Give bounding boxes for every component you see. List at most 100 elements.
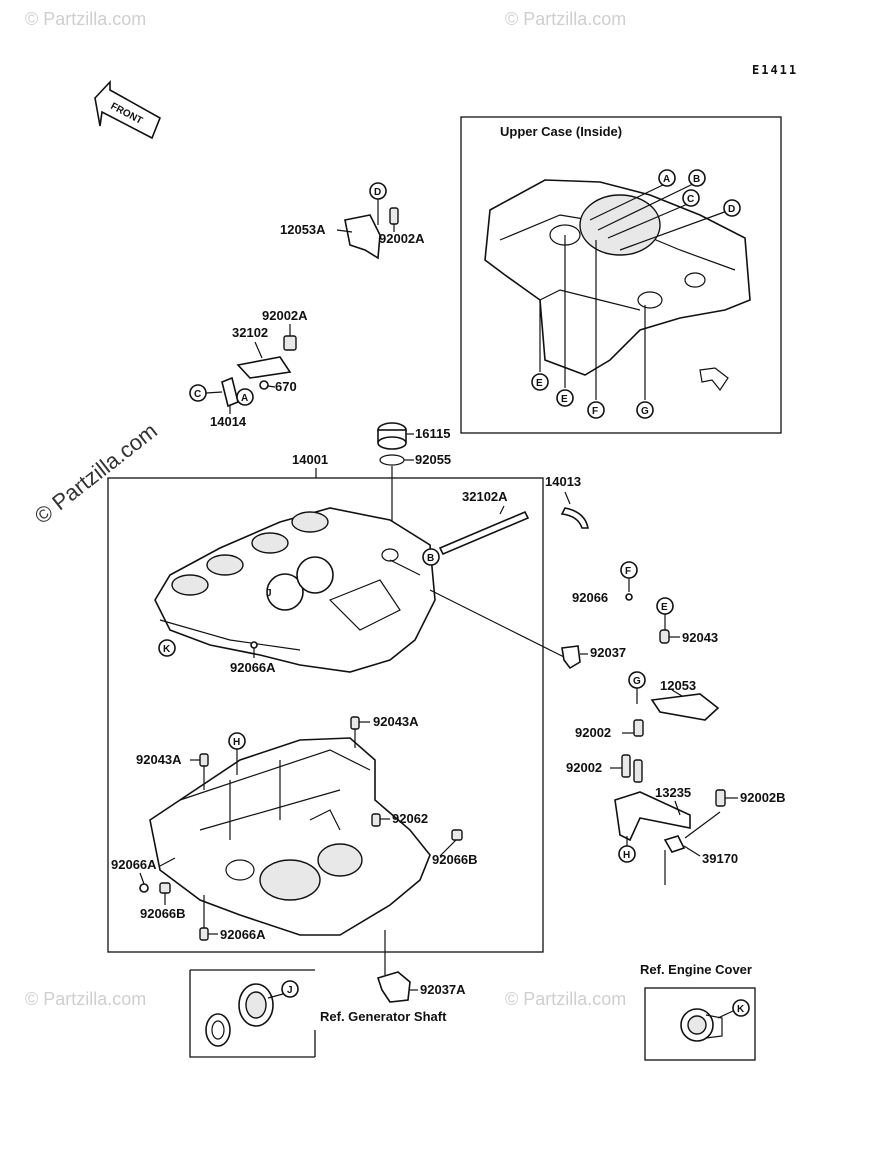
label-92043A-2: 92043A bbox=[136, 752, 182, 767]
clamp-92037A bbox=[376, 971, 411, 1003]
svg-text:K: K bbox=[737, 1004, 745, 1015]
bracket-12053A bbox=[344, 214, 381, 260]
label-14014: 14014 bbox=[210, 414, 247, 429]
label-92066: 92066 bbox=[572, 590, 608, 605]
ref-generator-shaft: Ref. Generator Shaft bbox=[320, 1009, 447, 1024]
callout-K: K bbox=[158, 639, 176, 657]
label-92002A-2: 92002A bbox=[262, 308, 308, 323]
label-16115: 16115 bbox=[415, 426, 450, 441]
label-92066A-2: 92066A bbox=[111, 857, 157, 872]
label-14001: 14001 bbox=[292, 452, 328, 467]
label-92037: 92037 bbox=[590, 645, 626, 660]
callout-upper-C: C bbox=[682, 189, 700, 207]
callout-upper-F: F bbox=[587, 401, 605, 419]
callout-C: C bbox=[189, 384, 207, 402]
clamp-92037 bbox=[561, 645, 581, 670]
label-92062: 92062 bbox=[392, 811, 428, 826]
callout-G: G bbox=[628, 671, 646, 689]
label-39170: 39170 bbox=[702, 851, 738, 866]
label-92002B: 92002B bbox=[740, 790, 786, 805]
crankcase-assembly-box bbox=[107, 477, 544, 953]
callout-J: J bbox=[281, 980, 299, 998]
label-670: 670 bbox=[275, 379, 297, 394]
watermark-bottom-left: © Partzilla.com bbox=[25, 989, 146, 1009]
breather-bracket-group: D 12053A 92002A bbox=[280, 182, 425, 260]
half-ring-14013: 14013 bbox=[545, 474, 589, 529]
callout-H-right: H bbox=[618, 845, 636, 863]
callout-B: B bbox=[422, 548, 440, 566]
label-92043: 92043 bbox=[682, 630, 718, 645]
svg-text:F: F bbox=[592, 406, 598, 417]
svg-text:F: F bbox=[625, 566, 631, 577]
label-12053A: 12053A bbox=[280, 222, 326, 237]
label-92055: 92055 bbox=[415, 452, 451, 467]
label-92066B-2: 92066B bbox=[140, 906, 186, 921]
svg-text:C: C bbox=[687, 194, 694, 205]
label-32102: 32102 bbox=[232, 325, 268, 340]
svg-text:G: G bbox=[633, 676, 641, 687]
label-92066B-1: 92066B bbox=[432, 852, 478, 867]
svg-text:J: J bbox=[287, 985, 293, 996]
pipe-bracket-group: 92002 H 13235 92002B 39170 bbox=[566, 754, 786, 885]
upper-case-panel: Upper Case (Inside) A B C D E E F G bbox=[460, 116, 782, 434]
svg-text:E: E bbox=[661, 602, 668, 613]
watermark-top-left: © Partzilla.com bbox=[25, 9, 146, 29]
label-92002A-1: 92002A bbox=[379, 231, 425, 246]
label-92043A-1: 92043A bbox=[373, 714, 419, 729]
callout-upper-E2: E bbox=[556, 389, 574, 407]
callout-J-inline: J bbox=[266, 588, 272, 599]
label-92037A: 92037A bbox=[420, 982, 466, 997]
callout-upper-G: G bbox=[636, 401, 654, 419]
svg-text:E: E bbox=[536, 378, 543, 389]
watermark-side: © Partzilla.com bbox=[30, 418, 162, 529]
svg-text:A: A bbox=[663, 174, 670, 185]
arrow-small-icon bbox=[699, 367, 729, 392]
rod-32102A-group: 32102A bbox=[429, 489, 571, 661]
plate-32102 bbox=[236, 356, 292, 379]
generator-shaft-ref-panel: J Ref. Generator Shaft bbox=[189, 969, 447, 1058]
upper-crankcase-drawing: J bbox=[154, 507, 436, 673]
svg-text:G: G bbox=[641, 406, 649, 417]
svg-text:H: H bbox=[623, 850, 630, 861]
watermark-top-mid: © Partzilla.com bbox=[505, 9, 626, 29]
ref-engine-cover: Ref. Engine Cover bbox=[640, 962, 752, 977]
label-92066A-1: 92066A bbox=[230, 660, 276, 675]
svg-text:B: B bbox=[693, 174, 700, 185]
label-92066A-3: 92066A bbox=[220, 927, 266, 942]
callout-F: F bbox=[620, 561, 638, 579]
callout-upper-A: A bbox=[658, 169, 676, 187]
svg-text:H: H bbox=[233, 737, 240, 748]
label-92002-2: 92002 bbox=[566, 760, 602, 775]
label-14013: 14013 bbox=[545, 474, 581, 489]
svg-text:D: D bbox=[728, 204, 735, 215]
callout-upper-D: D bbox=[723, 199, 741, 217]
svg-text:E: E bbox=[561, 394, 568, 405]
callout-D: D bbox=[369, 182, 387, 200]
label-32102A: 32102A bbox=[462, 489, 508, 504]
guide-12053 bbox=[650, 693, 720, 721]
label-12053: 12053 bbox=[660, 678, 696, 693]
engine-cover-ref-panel: Ref. Engine Cover K bbox=[640, 962, 756, 1061]
svg-text:K: K bbox=[163, 644, 171, 655]
callout-E: E bbox=[656, 597, 674, 615]
watermark-bottom-mid: © Partzilla.com bbox=[505, 989, 626, 1009]
callout-K-cover: K bbox=[732, 999, 750, 1017]
upper-case-inside-drawing bbox=[484, 179, 751, 376]
lower-crankcase-drawing bbox=[149, 737, 431, 936]
svg-text:A: A bbox=[241, 393, 248, 404]
svg-text:B: B bbox=[427, 553, 434, 564]
callout-upper-B: B bbox=[688, 169, 706, 187]
callout-upper-E1: E bbox=[531, 373, 549, 391]
label-13235: 13235 bbox=[655, 785, 691, 800]
svg-text:D: D bbox=[374, 187, 381, 198]
oil-filler-group: 16115 92055 bbox=[377, 422, 451, 530]
front-arrow-icon: FRONT bbox=[94, 79, 162, 140]
upper-case-title: Upper Case (Inside) bbox=[500, 124, 622, 139]
callout-A: A bbox=[236, 388, 254, 406]
diagram-code: E1411 bbox=[752, 63, 798, 77]
breather-pipe-group: 92002A 32102 C A 670 14014 bbox=[189, 308, 308, 429]
callout-H-left: H bbox=[228, 732, 246, 750]
svg-text:C: C bbox=[194, 389, 201, 400]
label-92002-1: 92002 bbox=[575, 725, 611, 740]
